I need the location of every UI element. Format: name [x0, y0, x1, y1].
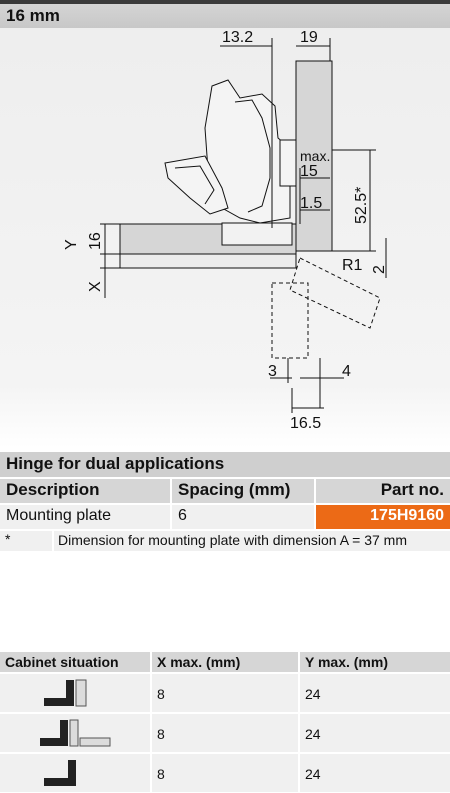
col-part-no: Part no. [316, 479, 450, 503]
col-y-max: Y max. (mm) [300, 652, 450, 672]
cabinet-row-x: 8 [152, 674, 298, 712]
door-panel [119, 253, 297, 269]
side-panel [295, 60, 333, 252]
hinge-cup-arm [164, 155, 229, 215]
dim-13-2: 13.2 [222, 29, 253, 46]
dim-r1: R1 [342, 257, 363, 274]
hinge-drawing-svg: 13.2 19 max. 15 1.5 52.5* Y 16 X R1 2 3 … [63, 29, 388, 432]
dim-max: max. [300, 148, 330, 164]
cabinet-row-y: 24 [300, 754, 450, 792]
spec-table-header: Description Spacing (mm) Part no. [0, 479, 450, 503]
hinge-info-title-text: Hinge for dual applications [6, 454, 225, 473]
dim-1-5: 1.5 [300, 195, 322, 212]
cabinet-row-y: 24 [300, 674, 450, 712]
cabinet-situation-1-icon [0, 674, 150, 712]
cabinet-row-x: 8 [152, 754, 298, 792]
section-header: 16 mm [0, 0, 450, 28]
cabinet-row-y: 24 [300, 714, 450, 752]
col-spacing: Spacing (mm) [172, 479, 314, 503]
hinge-boss [279, 139, 297, 187]
cabinet-row: 8 24 [0, 714, 450, 752]
spec-table-row: Mounting plate 6 175H9160 [0, 505, 450, 529]
cabinet-row-x: 8 [152, 714, 298, 752]
hinge-arm-inner [234, 99, 271, 213]
footnote: * Dimension for mounting plate with dime… [0, 531, 450, 551]
row-part-no[interactable]: 175H9160 [316, 505, 450, 529]
footnote-mark: * [0, 531, 52, 551]
hinge-info-title: Hinge for dual applications [0, 452, 450, 477]
cabinet-row: 8 24 [0, 674, 450, 712]
dim-15: 15 [300, 163, 318, 180]
hinge-technical-drawing: 13.2 19 max. 15 1.5 52.5* Y 16 X R1 2 3 … [0, 28, 450, 448]
cabinet-table-header: Cabinet situation X max. (mm) Y max. (mm… [0, 652, 450, 672]
dim-2: 2 [371, 265, 388, 274]
col-description: Description [0, 479, 170, 503]
mounting-plate [221, 222, 293, 246]
cabinet-situation-3-icon [0, 754, 150, 792]
open-door-outline [271, 257, 381, 359]
dim-16-5: 16.5 [290, 415, 321, 432]
dim-16: 16 [87, 232, 104, 250]
cabinet-row: 8 24 [0, 754, 450, 792]
footnote-text: Dimension for mounting plate with dimens… [54, 531, 450, 551]
dim-4: 4 [342, 363, 351, 380]
dim-19: 19 [300, 29, 318, 46]
dim-x: X [87, 281, 104, 292]
row-description: Mounting plate [0, 505, 170, 529]
hinge-cup-inner [174, 165, 215, 205]
col-x-max: X max. (mm) [152, 652, 298, 672]
row-spacing: 6 [172, 505, 314, 529]
cabinet-situation-2-icon [0, 714, 150, 752]
col-cabinet-situation: Cabinet situation [0, 652, 150, 672]
dim-52-5: 52.5* [353, 187, 370, 224]
dim-y: Y [63, 239, 80, 250]
section-title: 16 mm [6, 6, 60, 25]
dim-3: 3 [268, 363, 277, 380]
